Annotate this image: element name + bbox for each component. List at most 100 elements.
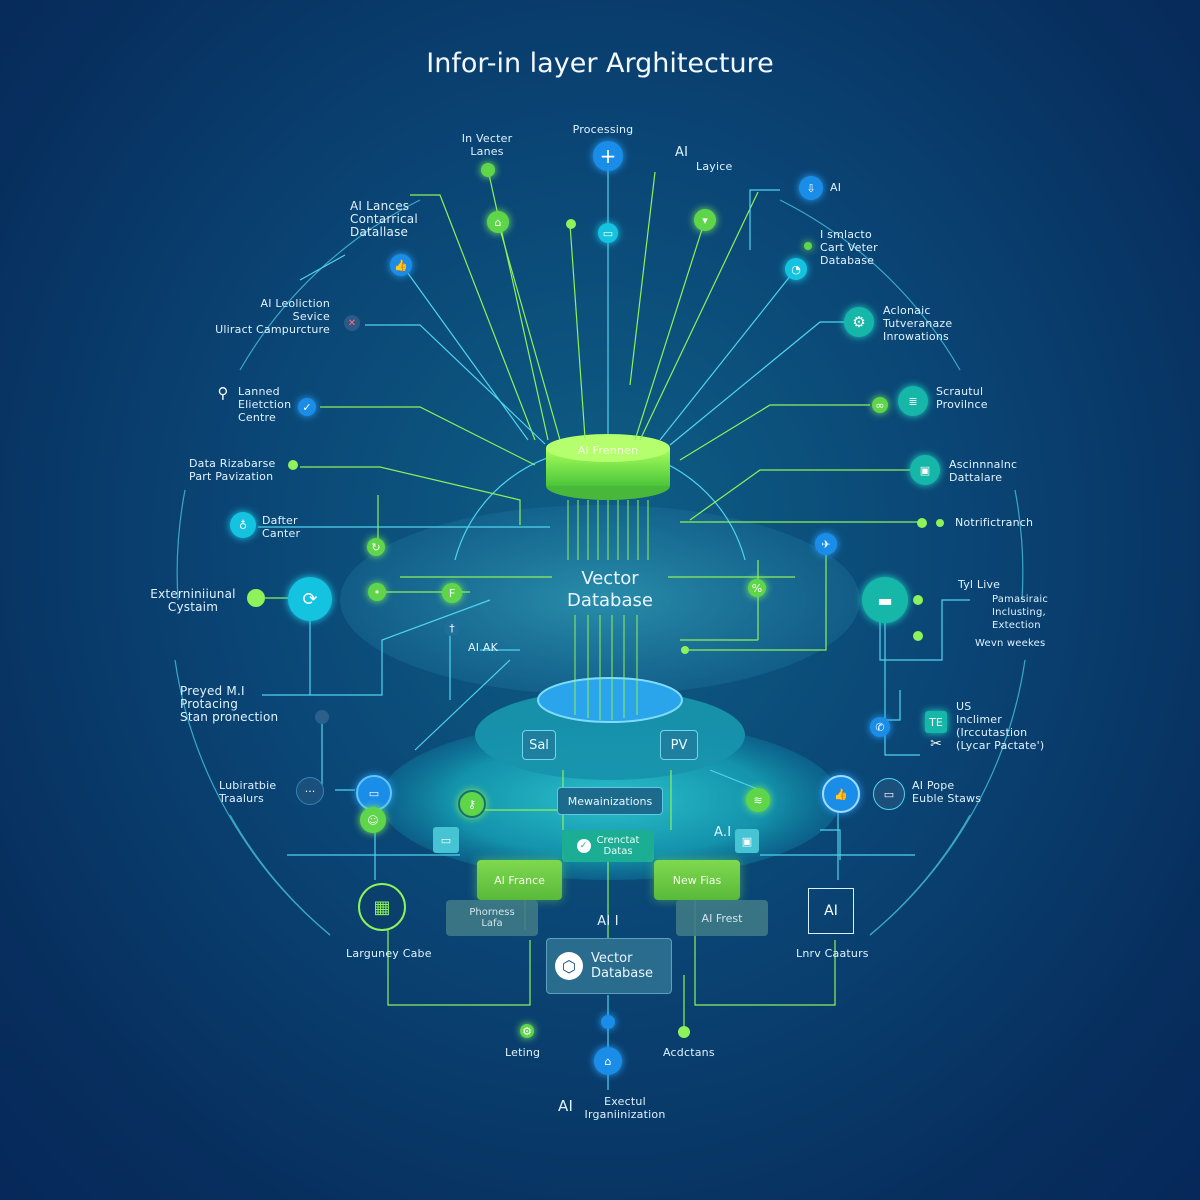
ai-france-box[interactable]: AI France [477,860,562,900]
mid-left-node-icon[interactable]: • [368,583,386,601]
label-ascinnnalnc: Ascinnnalnc Dattalare [949,458,1018,484]
vector-platform [340,505,860,695]
label-lanned: Lanned Elietction Centre [238,385,292,424]
label-pamasiraic: Pamasiraic [992,594,1049,605]
location-pin-icon: ⚲ [217,384,229,402]
down-node-icon[interactable] [601,1015,615,1029]
tools-icon: ✂ [930,736,942,752]
ai-frest-box[interactable]: AI Frest [676,900,768,936]
label-us-inclimer: US Inclimer (Irccutastion (Lycar Pactate… [956,700,1045,752]
thumbs-up-right-icon[interactable]: 👍 [822,775,860,813]
spotify-node-icon[interactable]: ≋ [746,788,770,812]
check-node-icon[interactable]: ✓ [298,398,316,416]
truck-node-icon[interactable]: ▬ [862,577,908,623]
ai-topright-icon[interactable]: ⇩ [799,176,823,200]
cylinder-label: AI Frennen [577,444,639,457]
mewainizations-box[interactable]: Mewainizations [557,787,663,815]
lane-node-icon[interactable] [481,163,495,177]
thumbs-up-icon[interactable]: 👍 [390,254,412,276]
processing-plus-icon[interactable]: + [593,141,623,171]
check-circle-icon: ✓ [576,839,591,853]
ai-pope-icon[interactable]: ▭ [873,778,905,810]
hexagon-icon: ⬡ [555,952,583,980]
te-node-icon[interactable]: TE [925,711,947,733]
more-options-icon[interactable]: ··· [296,777,324,805]
user-node-icon[interactable]: ⌂ [487,211,509,233]
label-data-rizabarse: Data Rizabarse Part Pavization [189,457,276,483]
gear-small-icon[interactable]: ⚙ [520,1024,534,1038]
label-dafter-canter: Dafter Canter [262,514,301,540]
left-connectors [262,254,520,880]
document-icon[interactable]: ≣ [898,386,928,416]
mid-left-node2-icon[interactable]: F [442,583,462,603]
close-node-icon[interactable]: ✕ [344,315,360,331]
label-leting: Leting [505,1046,541,1059]
right-connectors [709,599,970,880]
bookmark-node-icon[interactable]: ▾ [694,209,716,231]
vector-database-box-label: Vector Database [591,951,654,981]
label-preyed: Preyed M.I Protacing Stan pronection [180,684,279,724]
chat-node-icon[interactable]: ▭ [356,775,392,811]
vector-database-box[interactable]: ⬡ Vector Database [546,938,672,994]
blue-disc [537,677,683,723]
lnrv-box[interactable]: AI [808,888,854,934]
processing-node-icon[interactable]: ▭ [598,223,618,243]
home-icon[interactable]: ⌂ [594,1047,622,1075]
message-node-icon[interactable]: ▭ [433,827,459,853]
bird-node-icon[interactable]: ✈ [815,533,837,555]
label-lubiratbie: Lubiratbie Traalurs [219,779,277,805]
label-exectul-ai: AI [558,1097,574,1115]
junction-dots [247,219,944,1038]
label-larguney-cabe: Larguney Cabe [346,947,432,960]
label-inclusting: Inclusting, [992,607,1046,618]
label-ai-top: AI [675,145,689,160]
label-layice: Layice [696,160,733,173]
language-cube-icon[interactable]: ▦ [358,883,406,931]
bulb-icon[interactable]: ♁ [230,512,256,538]
label-ai-leoliction: AI Leoliction Sevice Uliract Campurcture [215,297,330,336]
label-tyl-live: Tyl Live [958,578,1001,591]
refresh-node-icon[interactable]: ↻ [367,538,385,556]
label-in-vector-lanes: In Vecter Lanes [461,132,513,158]
label-externiniiunal: Externiniiunal Cystaim [150,587,236,614]
cart-vector-dot [804,242,812,250]
label-ai-topright: AI [830,181,842,194]
phone-node-icon[interactable]: ✆ [870,717,890,737]
new-fias-box[interactable]: New Fias [654,860,740,900]
lock-node-icon[interactable]: ⚷ [458,790,486,818]
image-node-icon[interactable]: ▣ [735,829,759,853]
ai-ak-node-icon[interactable]: † [444,620,460,636]
cylinder-top [546,434,670,462]
label-notrifictranch: Notrifictranch [955,516,1034,529]
label-aclonaic: Aclonaic Tutveranaze Inrowations [883,304,953,343]
credentials-label: Crenctat Datas [596,835,640,857]
page-title: Infor-in layer Arghitecture [426,48,774,79]
label-i-smlacto: I smlacto Cart Veter Database [820,228,878,267]
label-ai-pope: AI Pope Euble Staws [912,779,982,805]
label-processing: Processing [572,123,634,136]
label-extection: Extection [992,620,1041,631]
mid-right-node-icon[interactable]: % [748,579,766,597]
people-node-icon[interactable]: ☺ [360,807,386,833]
label-acdctans: Acdctans [663,1046,715,1059]
label-ai-right: A.I [714,825,732,840]
radial-lines [258,169,925,528]
link-node-icon[interactable]: ∞ [872,397,888,413]
pv-pill[interactable]: PV [660,730,698,760]
phorness-box[interactable]: Phorness Lafa [446,900,538,936]
label-ai-lances: AI Lances Contarrical Datallase [350,199,418,239]
external-system-icon[interactable]: ⟳ [288,577,332,621]
gear-icon[interactable]: ⚙ [844,307,874,337]
sal-pill[interactable]: Sal [522,730,556,760]
label-exectul: Exectul Irganiinization [584,1095,666,1121]
label-ai-center: AI I [597,914,619,929]
outer-ring [174,199,1026,936]
credentials-box[interactable]: ✓ Crenctat Datas [562,830,654,862]
cart-vector-icon[interactable]: ◔ [785,258,807,280]
bundle-lines [567,500,649,720]
small-node-icon [315,710,329,724]
mid-arrows [265,495,920,651]
store-icon[interactable]: ▣ [910,455,940,485]
label-lnrv-caaturs: Lnrv Caaturs [796,947,869,960]
vector-database-label: Vector Database [567,568,653,611]
